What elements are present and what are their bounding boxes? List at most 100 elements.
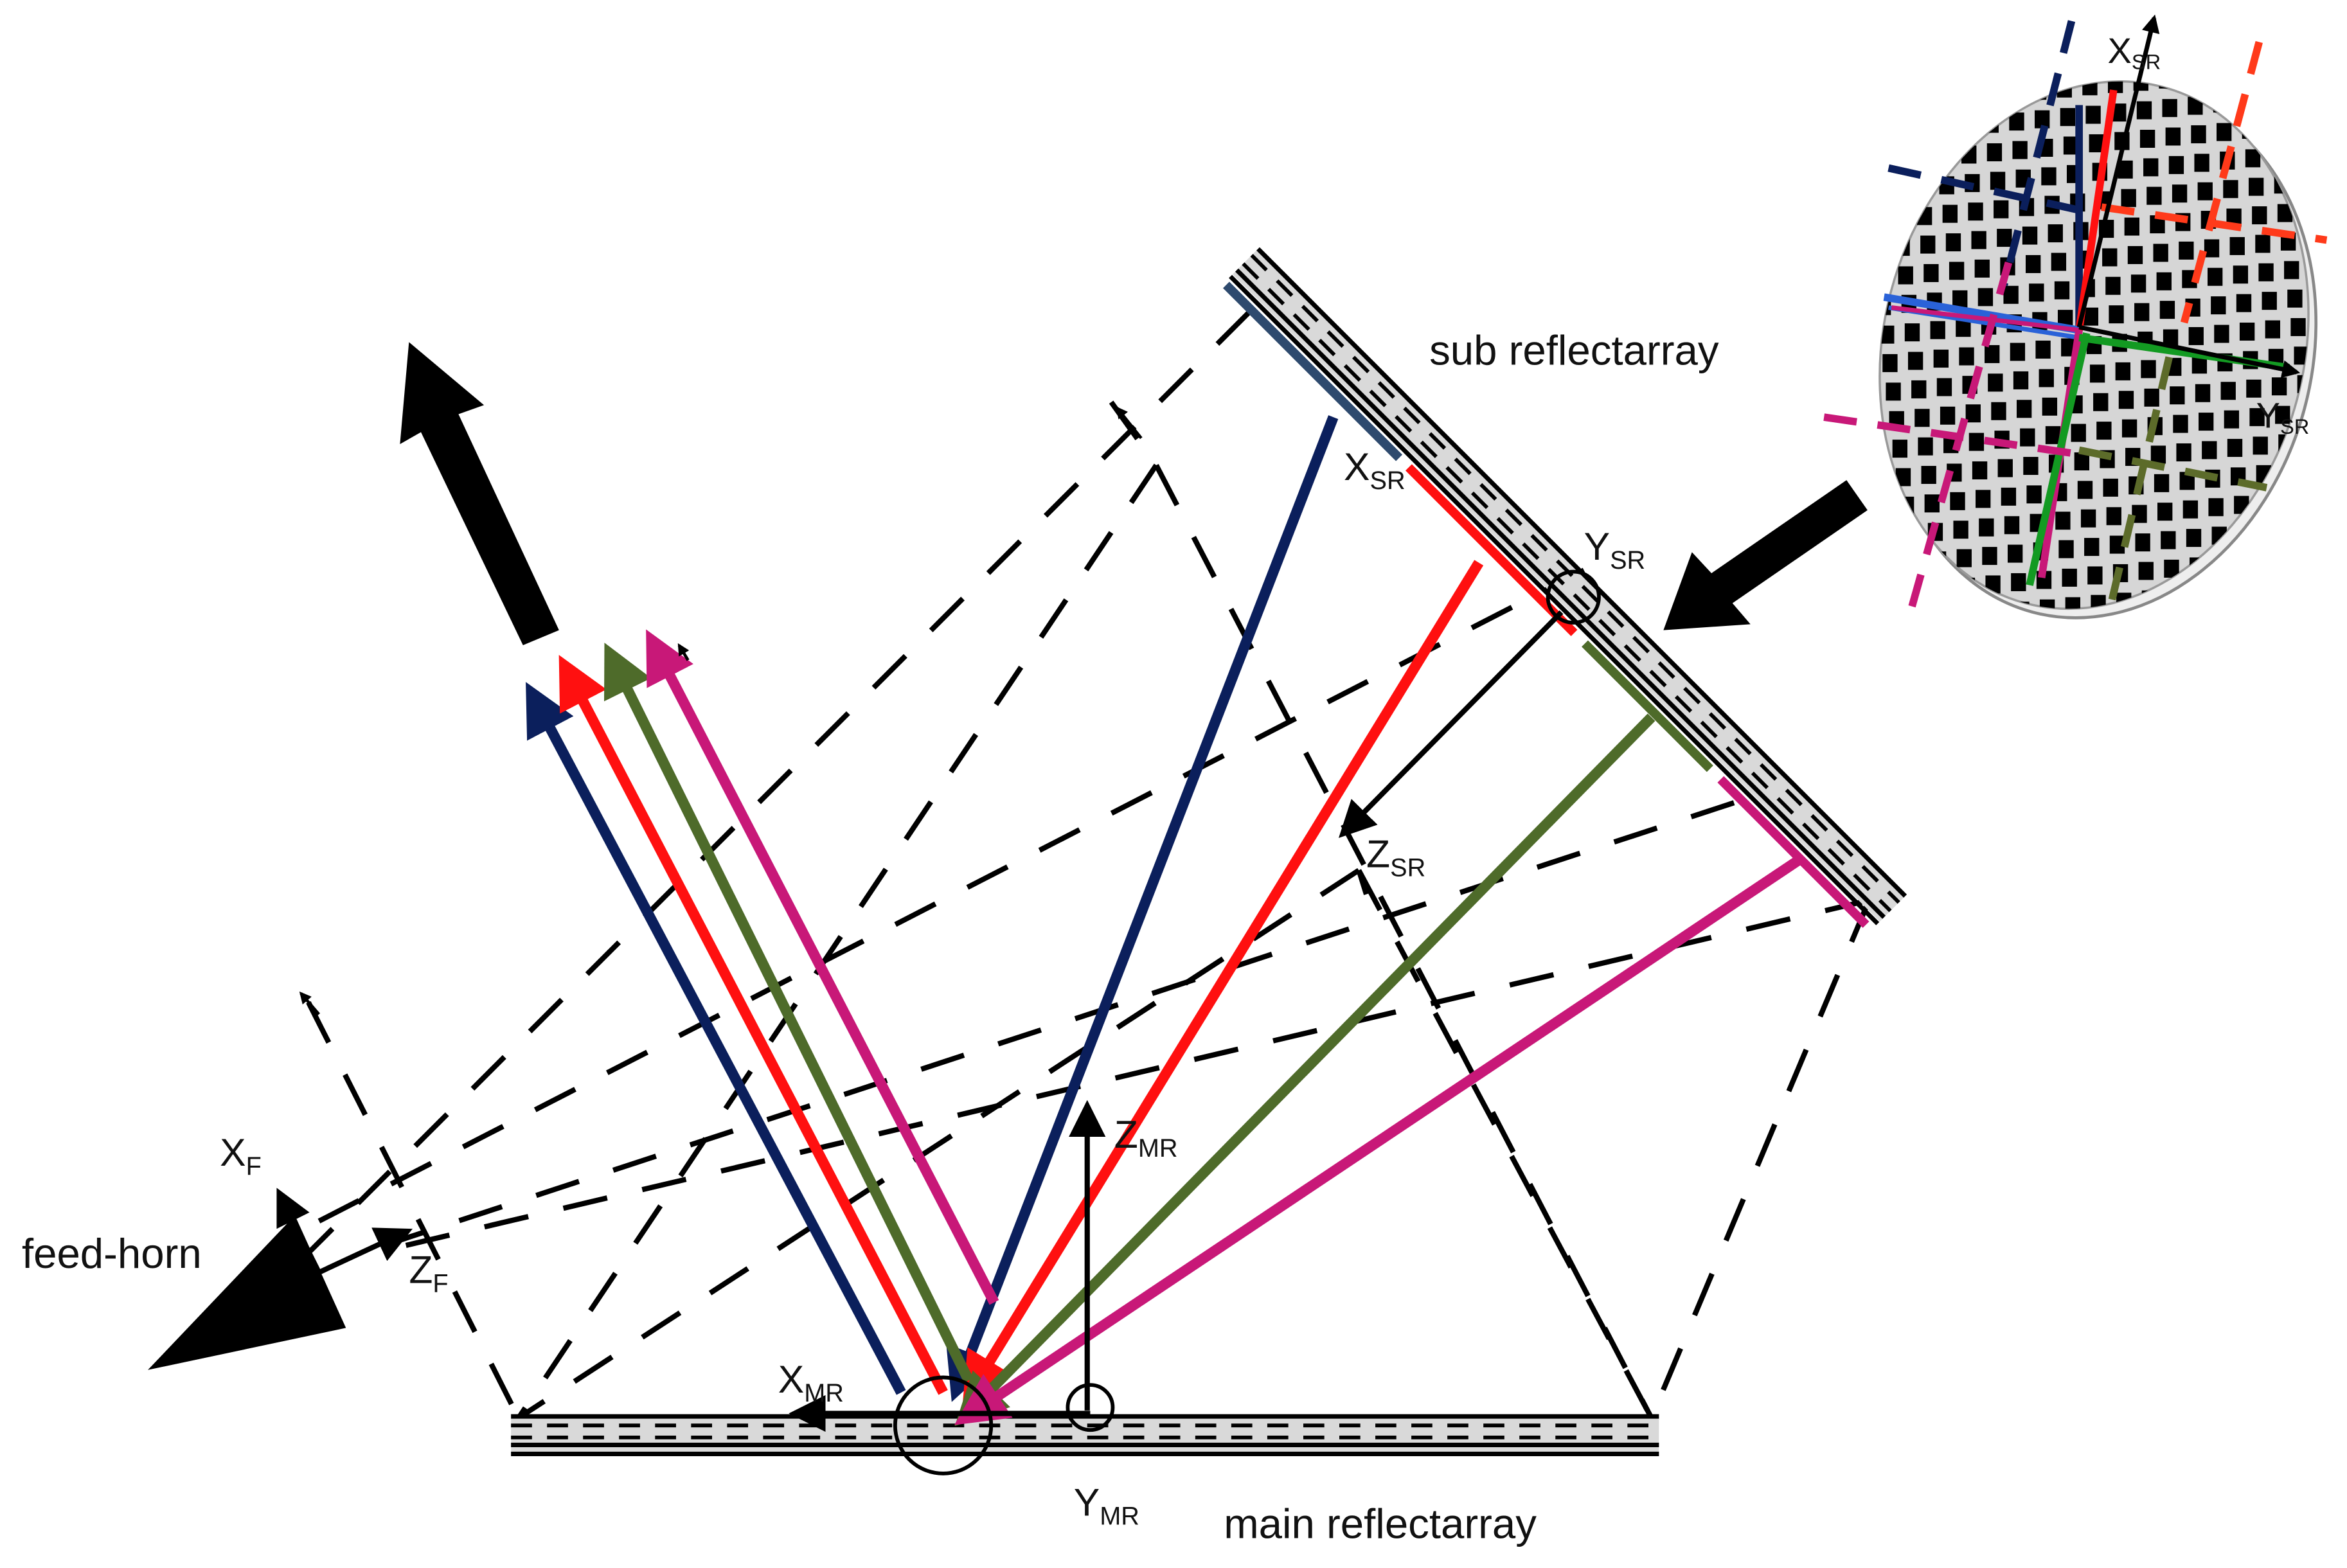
disk-patch xyxy=(2124,217,2139,236)
navy-ray-outgoing xyxy=(526,682,906,1395)
disk-patch xyxy=(1862,183,1878,201)
disk-patch xyxy=(2085,105,2101,124)
disk-patch xyxy=(2170,386,2185,405)
disk-patch xyxy=(2224,410,2240,429)
disk-patch xyxy=(1994,200,2009,218)
disk-patch xyxy=(2176,443,2191,461)
disk-patch xyxy=(2150,445,2166,464)
disk-patch xyxy=(1920,235,1936,254)
disk-patch xyxy=(2245,149,2261,168)
disk-patch xyxy=(2211,296,2226,315)
disk-patch xyxy=(2135,533,2150,552)
disk-patch xyxy=(2191,355,2208,374)
disk-patch xyxy=(1988,603,2004,622)
disk-patch xyxy=(2089,364,2105,383)
disk-patch xyxy=(2115,362,2130,380)
z-mr-label: ZMR xyxy=(1114,1112,1178,1163)
x-f-axis xyxy=(276,1188,321,1274)
disk-patch xyxy=(2020,428,2035,447)
disk-patch xyxy=(2136,101,2152,120)
disk-patch xyxy=(1872,268,1888,287)
disk-patch xyxy=(1977,288,1994,307)
sub-reflectarray xyxy=(1223,247,1907,928)
disk-patch xyxy=(2121,419,2137,438)
diagram-labels: sub reflectarray main reflectarray feed-… xyxy=(22,30,2309,1547)
disk-patch xyxy=(1918,437,1933,456)
disk-patch xyxy=(2207,267,2223,286)
disk-patch xyxy=(2062,568,2077,587)
inset-y-sr-label: YSR xyxy=(2256,395,2310,438)
disk-patch xyxy=(2261,61,2276,80)
disk-patch xyxy=(1886,382,1901,401)
disk-patch xyxy=(2093,393,2109,411)
disk-patch xyxy=(1907,121,1922,140)
disk-patch xyxy=(2223,180,2238,199)
disk-patch xyxy=(2146,186,2162,205)
disk-patch xyxy=(2012,141,2028,159)
red-ray-outgoing xyxy=(558,655,948,1395)
disk-patch xyxy=(1929,91,1945,109)
disk-patch xyxy=(2204,239,2220,258)
disk-patch xyxy=(2071,423,2086,442)
disk-patch xyxy=(2074,452,2090,470)
disk-patch xyxy=(1949,262,1965,280)
disk-patch xyxy=(1905,553,1921,572)
disk-patch xyxy=(2141,360,2156,379)
disk-patch xyxy=(1911,380,1927,398)
disk-patch xyxy=(1936,147,1951,166)
disk-patch xyxy=(1968,202,1983,221)
disk-patch xyxy=(2194,154,2209,172)
inset-pointer-arrow xyxy=(1663,480,1868,630)
disk-patch xyxy=(2290,318,2306,337)
disk-patch xyxy=(2258,263,2274,281)
disk-patch xyxy=(1997,459,2013,477)
disk-patch xyxy=(2102,248,2118,267)
disk-patch xyxy=(2288,520,2303,539)
disk-patch xyxy=(1942,204,1958,223)
disk-patch xyxy=(2193,585,2208,604)
disk-patch xyxy=(2198,413,2214,431)
disk-patch xyxy=(1853,97,1868,116)
disk-patch xyxy=(2173,414,2188,433)
disk-patch xyxy=(2063,136,2079,155)
disk-patch xyxy=(2291,548,2307,567)
disk-patch xyxy=(1904,93,1919,111)
disk-patch xyxy=(1991,402,2006,420)
disk-patch xyxy=(1961,145,1977,164)
disk-patch xyxy=(1888,181,1904,199)
disk-patch xyxy=(1956,319,1971,337)
disk-patch xyxy=(1976,490,1991,508)
disk-patch xyxy=(1930,321,1945,339)
disk-patch xyxy=(2087,566,2103,585)
disk-patch xyxy=(2132,504,2147,523)
disk-patch xyxy=(2285,491,2300,510)
disk-patch xyxy=(2055,512,2071,530)
disk-patch xyxy=(1963,606,1979,625)
disk-patch xyxy=(2109,305,2124,324)
disk-patch xyxy=(1971,231,1986,249)
inset-x-sr-label: XSR xyxy=(2107,30,2161,73)
disk-patch xyxy=(1965,404,1981,423)
disk-patch xyxy=(2016,400,2032,418)
disk-patch xyxy=(1923,263,1939,282)
sub-reflectarray-label: sub reflectarray xyxy=(1429,326,1719,373)
disk-patch xyxy=(1934,580,1950,598)
disk-patch xyxy=(2202,441,2217,459)
disk-patch xyxy=(2186,529,2202,548)
disk-patch xyxy=(2188,327,2204,346)
disk-patch xyxy=(1921,465,1936,485)
disk-patch xyxy=(1907,352,1923,370)
disk-patch xyxy=(2004,516,2020,535)
disk-patch xyxy=(2208,498,2224,517)
disk-patch xyxy=(2143,158,2159,177)
y-sr-label: YSR xyxy=(1584,524,1646,575)
disk-patch xyxy=(2060,108,2076,127)
disk-patch xyxy=(2144,388,2159,407)
inset-reflectarray-disk xyxy=(1823,14,2335,629)
disk-patch xyxy=(2262,522,2278,540)
disk-patch xyxy=(2168,156,2184,174)
disk-patch xyxy=(2179,472,2195,490)
disk-patch xyxy=(2153,244,2168,262)
main-reflectarray-label: main reflectarray xyxy=(1224,1500,1537,1547)
disk-patch xyxy=(2213,94,2229,113)
